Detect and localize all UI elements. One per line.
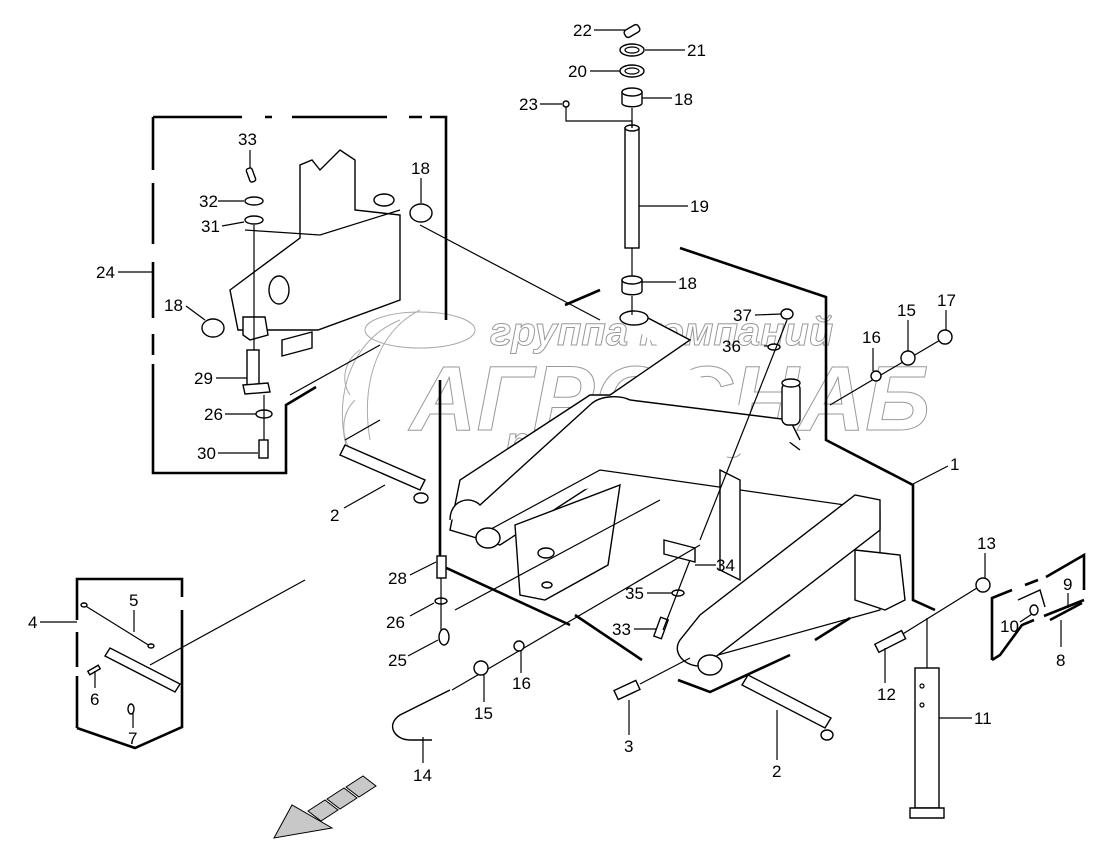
- clip-7-icon: [127, 703, 135, 715]
- callout-11: 11: [974, 709, 992, 728]
- pin-6-icon: [86, 664, 102, 676]
- callout-5: 5: [129, 591, 138, 610]
- direction-arrow-icon: [273, 775, 377, 839]
- bolt-29-icon: [258, 439, 269, 459]
- bolt-12-icon: [873, 629, 907, 654]
- callout-18-group: 18: [411, 159, 430, 178]
- bolt-3-icon: [613, 679, 641, 701]
- callout-2-left: 2: [330, 506, 339, 525]
- pin-4-icon: [104, 647, 181, 693]
- shaft-19-icon: [624, 127, 640, 249]
- callout-20: 20: [568, 62, 587, 81]
- callout-9: 9: [1063, 575, 1072, 594]
- callout-34: 33: [612, 620, 631, 639]
- nut-15-right-icon: [900, 350, 916, 366]
- pin-22-icon: [623, 23, 641, 39]
- bushing-18-group-icon: [409, 203, 433, 223]
- washer-20-icon: [619, 64, 645, 78]
- callout-21: 21: [687, 41, 706, 60]
- callout-2-right: 2: [772, 762, 781, 781]
- callout-23: 23: [519, 95, 538, 114]
- bushing-18-left-icon: [201, 318, 225, 338]
- pin-2-right-icon: [741, 674, 832, 729]
- callout-1: 1: [950, 455, 959, 474]
- callout-29: 30: [197, 444, 216, 463]
- washer-36-icon: [767, 343, 781, 351]
- clip-10-icon: [1029, 604, 1039, 616]
- grease-nipple-23-icon: [562, 100, 570, 108]
- nut-37-icon: [780, 308, 794, 320]
- nut-15-bottom-icon: [473, 660, 489, 676]
- main-frame-part: [449, 310, 906, 676]
- callout-26-bottom: 26: [386, 613, 405, 632]
- callout-17: 17: [937, 291, 956, 310]
- pivot-bracket-part: [229, 149, 401, 357]
- support-stand-11-icon: [914, 667, 940, 809]
- pin-9-icon: [1049, 601, 1083, 622]
- group-frame-24: [151, 115, 448, 475]
- small-parts: [80, 23, 1083, 819]
- callout-18-mid: 18: [678, 274, 697, 293]
- callout-18-top: 18: [674, 90, 693, 109]
- callout-13: 13: [977, 534, 996, 553]
- hook-pin-icon: [1017, 589, 1046, 608]
- washer-31-icon: [244, 196, 264, 206]
- callout-labels: 22 21 20 18 23 19 18 33 32 31 18 24: [28, 21, 1072, 785]
- washer-16-bottom-icon: [513, 640, 525, 652]
- callout-22: 22: [573, 21, 592, 40]
- callout-33: 34: [716, 556, 735, 575]
- callout-8: 8: [1056, 651, 1065, 670]
- pin-32-icon: [245, 167, 257, 183]
- callout-6: 6: [90, 690, 99, 709]
- callout-15-bottom: 15: [474, 704, 493, 723]
- bolt-34-icon: [652, 616, 670, 640]
- group-frame-4: [75, 577, 184, 750]
- callout-35: 35: [625, 584, 644, 603]
- group-frame-8: [990, 552, 1086, 662]
- clamp-33-icon: [663, 539, 696, 563]
- nut-13-icon: [975, 577, 991, 593]
- watermark-wreath-icon: [341, 309, 476, 461]
- hook-bolt-14-icon: [391, 689, 451, 741]
- callout-36: 36: [722, 337, 741, 356]
- callout-3: 3: [624, 737, 633, 756]
- upper-pivot-socket: [619, 310, 649, 326]
- washer-30-icon: [244, 215, 264, 225]
- pin-2-left-icon: [339, 444, 426, 491]
- pin-28-icon: [246, 349, 260, 386]
- callout-16-bottom: 16: [512, 674, 531, 693]
- callout-24: 24: [96, 263, 115, 282]
- callout-30: 31: [201, 217, 220, 236]
- connector-lines: [289, 108, 788, 631]
- eyebolt-25-icon: [438, 628, 450, 646]
- callout-25: 25: [388, 651, 407, 670]
- callout-14: 14: [413, 766, 432, 785]
- callout-28: 29: [194, 369, 213, 388]
- callout-26-top: 26: [204, 405, 223, 424]
- callout-7: 7: [128, 729, 137, 748]
- callout-10: 10: [1000, 617, 1019, 636]
- callout-19: 19: [690, 197, 709, 216]
- callout-31: 32: [199, 192, 218, 211]
- callout-12: 12: [877, 685, 896, 704]
- callout-18-left: 18: [164, 296, 183, 315]
- callout-37: 37: [733, 306, 752, 325]
- callout-4: 4: [28, 613, 37, 632]
- callout-15-right: 15: [897, 301, 916, 320]
- bolt-27-icon: [436, 555, 447, 579]
- cable-5-icon: [83, 604, 151, 647]
- washer-21-icon: [619, 43, 645, 57]
- washer-16-right-icon: [870, 370, 882, 382]
- nut-17-icon: [937, 329, 953, 345]
- callout-27: 28: [388, 569, 407, 588]
- callout-16-right: 16: [862, 328, 881, 347]
- callout-32: 33: [238, 130, 257, 149]
